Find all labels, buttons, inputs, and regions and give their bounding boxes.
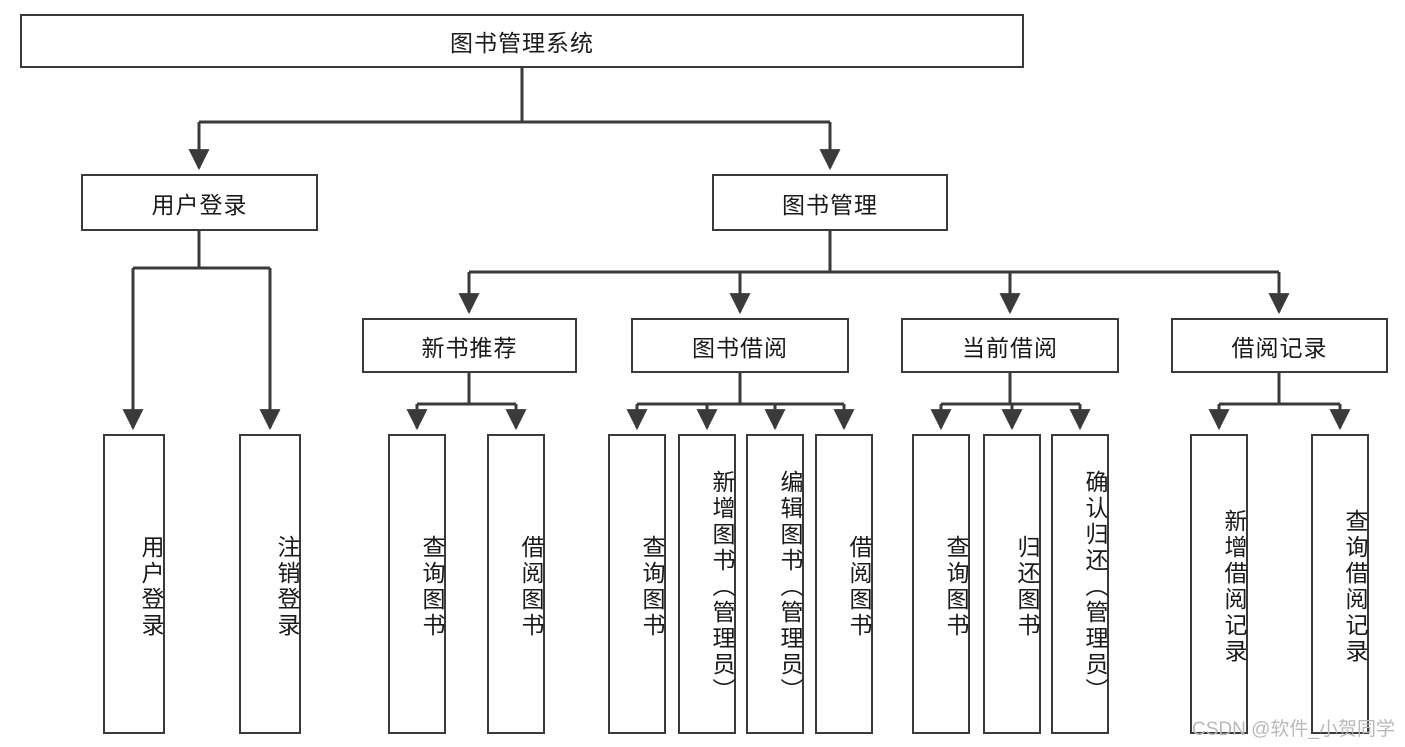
node-leaf-query-book-current[interactable]: 查询图书 [912, 434, 970, 734]
node-leaf-query-book-current-label: 查询图书 [943, 535, 969, 639]
node-leaf-logout[interactable]: 注销登录 [239, 434, 301, 734]
node-book-management[interactable]: 图书管理 [712, 174, 948, 231]
node-leaf-query-book-recommend-label: 查询图书 [419, 535, 445, 639]
node-leaf-confirm-return[interactable]: 确认归还（管理员） [1051, 434, 1109, 734]
watermark-text: CSDN @软件_小贺同学 [1192, 719, 1395, 740]
node-leaf-query-book-borrow-label: 查询图书 [639, 535, 665, 639]
node-leaf-logout-label: 注销登录 [274, 535, 300, 639]
node-leaf-user-login[interactable]: 用户登录 [103, 434, 165, 734]
node-leaf-query-borrow-record-label: 查询借阅记录 [1342, 509, 1368, 665]
node-leaf-add-book-label: 新增图书（管理员） [709, 470, 735, 704]
node-leaf-add-borrow-record[interactable]: 新增借阅记录 [1190, 434, 1248, 734]
node-leaf-borrow-book-recommend-label: 借阅图书 [518, 535, 544, 639]
node-new-book-recommend[interactable]: 新书推荐 [362, 318, 577, 373]
node-root-label: 图书管理系统 [450, 30, 594, 56]
node-user-login-label: 用户登录 [151, 191, 248, 218]
node-leaf-query-book-borrow[interactable]: 查询图书 [608, 434, 666, 734]
node-user-login[interactable]: 用户登录 [81, 174, 318, 231]
node-leaf-return-book-label: 归还图书 [1014, 535, 1040, 639]
node-current-borrow[interactable]: 当前借阅 [901, 318, 1119, 373]
node-leaf-query-borrow-record[interactable]: 查询借阅记录 [1311, 434, 1369, 734]
node-leaf-confirm-return-label: 确认归还（管理员） [1082, 470, 1108, 704]
node-leaf-query-book-recommend[interactable]: 查询图书 [388, 434, 446, 734]
node-root[interactable]: 图书管理系统 [20, 14, 1024, 68]
node-book-borrow-label: 图书借阅 [692, 334, 788, 361]
node-book-management-label: 图书管理 [782, 191, 878, 218]
node-leaf-borrow-book[interactable]: 借阅图书 [815, 434, 873, 734]
node-leaf-borrow-book-label: 借阅图书 [846, 535, 872, 639]
node-leaf-add-borrow-record-label: 新增借阅记录 [1221, 509, 1247, 665]
node-current-borrow-label: 当前借阅 [962, 334, 1058, 361]
node-leaf-return-book[interactable]: 归还图书 [983, 434, 1041, 734]
node-leaf-edit-book-label: 编辑图书（管理员） [777, 470, 803, 704]
node-borrow-records-label: 借阅记录 [1231, 334, 1328, 361]
node-book-borrow[interactable]: 图书借阅 [631, 318, 849, 373]
node-leaf-borrow-book-recommend[interactable]: 借阅图书 [487, 434, 545, 734]
node-borrow-records[interactable]: 借阅记录 [1171, 318, 1388, 373]
node-leaf-add-book[interactable]: 新增图书（管理员） [678, 434, 736, 734]
node-leaf-user-login-label: 用户登录 [138, 535, 164, 639]
node-new-book-recommend-label: 新书推荐 [421, 334, 518, 361]
node-leaf-edit-book[interactable]: 编辑图书（管理员） [746, 434, 804, 734]
